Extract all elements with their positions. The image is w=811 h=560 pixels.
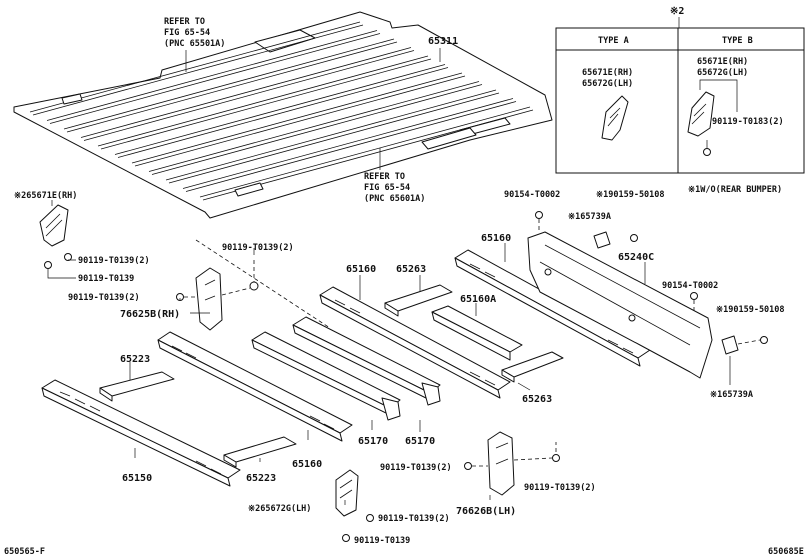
bolt-lb-b: 90119-T0139 (354, 536, 410, 546)
rear-sill-65240c (527, 231, 713, 379)
label-76625b: 76625B(RH) (120, 309, 180, 320)
type-a-rh: 65671E(RH) (582, 68, 633, 78)
refer-top-line2: FIG 65-54 (164, 28, 210, 38)
bed-floor-panel (13, 11, 553, 219)
type-a-header: TYPE A (598, 36, 629, 46)
bolt-a: 90119-T0139(2) (78, 256, 150, 266)
floor-rib (114, 64, 446, 155)
bolt-r-a: 90119-T0139(2) (380, 463, 452, 473)
floor-rib-edge (49, 33, 381, 124)
label-165739a-a: ※165739A (568, 212, 611, 222)
refer-bottom-line1: REFER TO (364, 172, 405, 182)
sill-65160-center (319, 286, 511, 399)
refer-bottom-line3: (PNC 65601A) (364, 194, 425, 204)
type-a-lh: 65672G(LH) (582, 79, 633, 89)
label-65160-a: 65160 (346, 264, 376, 275)
type-variants-box (555, 17, 805, 174)
floor-rib-edge (32, 24, 364, 116)
bolt-190159-b: ※190159-50108 (716, 305, 785, 315)
floor-rib (46, 30, 378, 121)
bolt-d: 90119-T0139(2) (222, 243, 294, 253)
bolt-r-b: 90119-T0139(2) (524, 483, 596, 493)
sill-65170-a (251, 331, 401, 421)
floor-rib-edge (134, 75, 466, 167)
floor-rib (199, 106, 531, 198)
floor-rib-edge (66, 41, 398, 133)
floor-rib (63, 38, 395, 130)
label-76626b: 76626B(LH) (456, 506, 516, 517)
floor-rib-edge (185, 101, 517, 192)
refer-top-line1: REFER TO (164, 17, 205, 27)
label-65672g-lh: ※265672G(LH) (248, 504, 311, 514)
floor-rib (131, 72, 463, 164)
floor-rib-edge (117, 67, 449, 158)
type-b-header: TYPE B (722, 36, 753, 46)
refer-top-line3: (PNC 65501A) (164, 39, 225, 49)
crossmember-65160a (431, 305, 523, 361)
label-65160a: 65160A (460, 294, 496, 305)
bumper-pads (535, 211, 768, 355)
floor-rib-edge (83, 50, 415, 141)
type-b-lh: 65672G(LH) (697, 68, 748, 78)
bracket-65223-left (99, 371, 175, 402)
type-b-bracket-illustration (687, 91, 715, 137)
floor-rib (97, 55, 429, 147)
label-65170-b: 65170 (405, 436, 435, 447)
floor-rib-edge (168, 92, 500, 184)
type-b-bolt: 90119-T0183(2) (712, 117, 784, 127)
floor-rib (165, 89, 497, 181)
label-65311: 65311 (428, 36, 458, 47)
floor-rib (80, 47, 412, 138)
label-65150: 65150 (122, 473, 152, 484)
label-165739a-b: ※165739A (710, 390, 753, 400)
bracket-76625b (176, 239, 331, 331)
label-65170-a: 65170 (358, 436, 388, 447)
floor-rib (182, 98, 514, 189)
bracket-65671e-left-top (39, 204, 72, 269)
code-left: 650565-F (4, 547, 45, 557)
sill-65170-b (292, 316, 441, 406)
label-65263-top: 65263 (396, 264, 426, 275)
bracket-65223-bottom (223, 436, 297, 468)
leader-lines (47, 48, 731, 505)
label-65223-left: 65223 (120, 354, 150, 365)
bracket-76626b (464, 431, 560, 496)
note-1: ※1W/O(REAR BUMPER) (688, 185, 782, 195)
sill-65150 (41, 379, 241, 487)
bolt-90154-b: 90154-T0002 (662, 281, 718, 291)
bracket-65263-right (501, 351, 564, 383)
floor-rib (29, 21, 361, 113)
floor-rib-edge (151, 84, 483, 175)
label-65160-top: 65160 (481, 233, 511, 244)
bracket-65263-top (384, 284, 453, 317)
bolt-lb-a: 90119-T0139(2) (378, 514, 450, 524)
labels: REFER TO FIG 65-54 (PNC 65501A) 65311 RE… (4, 6, 804, 557)
code-right: 650685E (768, 547, 804, 557)
sill-65160-left (157, 331, 353, 442)
sill-65160-right (454, 249, 651, 367)
type-b-rh: 65671E(RH) (697, 57, 748, 67)
label-65160-left: 65160 (292, 459, 322, 470)
floor-rib-edge (100, 58, 432, 150)
bolt-b: 90119-T0139 (78, 274, 134, 284)
label-65263-right: 65263 (522, 394, 552, 405)
label-65671e-rh: ※265671E(RH) (14, 191, 77, 201)
label-65240c: 65240C (618, 252, 654, 263)
label-65223-bottom: 65223 (246, 473, 276, 484)
bolt-90154-a: 90154-T0002 (504, 190, 560, 200)
note-2: ※2 (670, 6, 684, 17)
refer-bottom-line2: FIG 65-54 (364, 183, 410, 193)
bolt-c: 90119-T0139(2) (68, 293, 140, 303)
bolt-190159-a: ※190159-50108 (596, 190, 665, 200)
bracket-65672g-left-bottom (335, 469, 374, 542)
floor-rib (148, 81, 480, 172)
